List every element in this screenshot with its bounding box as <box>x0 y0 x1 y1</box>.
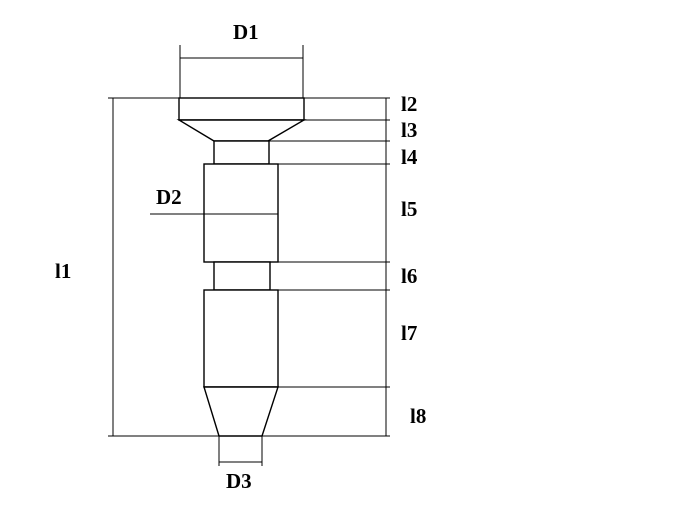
upper-neck-section <box>213 140 270 165</box>
label-l5: l5 <box>401 197 417 221</box>
label-l7: l7 <box>401 321 417 345</box>
label-d3: D3 <box>226 469 252 493</box>
upper-taper-section <box>176 119 307 142</box>
dimension-lines <box>108 45 390 466</box>
lower-body-section <box>203 289 279 388</box>
upper-body-section <box>203 163 279 263</box>
shaft-part <box>176 97 307 437</box>
label-l4: l4 <box>401 145 418 169</box>
head-section <box>178 97 305 121</box>
lower-neck-section <box>213 261 271 291</box>
label-l6: l6 <box>401 264 417 288</box>
labels: D1 D2 D3 l1 l2 l3 l4 l5 l6 l7 l8 <box>55 20 426 493</box>
lower-taper-section <box>203 386 279 437</box>
label-l3: l3 <box>401 118 417 142</box>
label-d2: D2 <box>156 185 182 209</box>
label-l2: l2 <box>401 92 417 116</box>
label-d1: D1 <box>233 20 259 44</box>
label-l1: l1 <box>55 259 71 283</box>
label-l8: l8 <box>410 404 426 428</box>
